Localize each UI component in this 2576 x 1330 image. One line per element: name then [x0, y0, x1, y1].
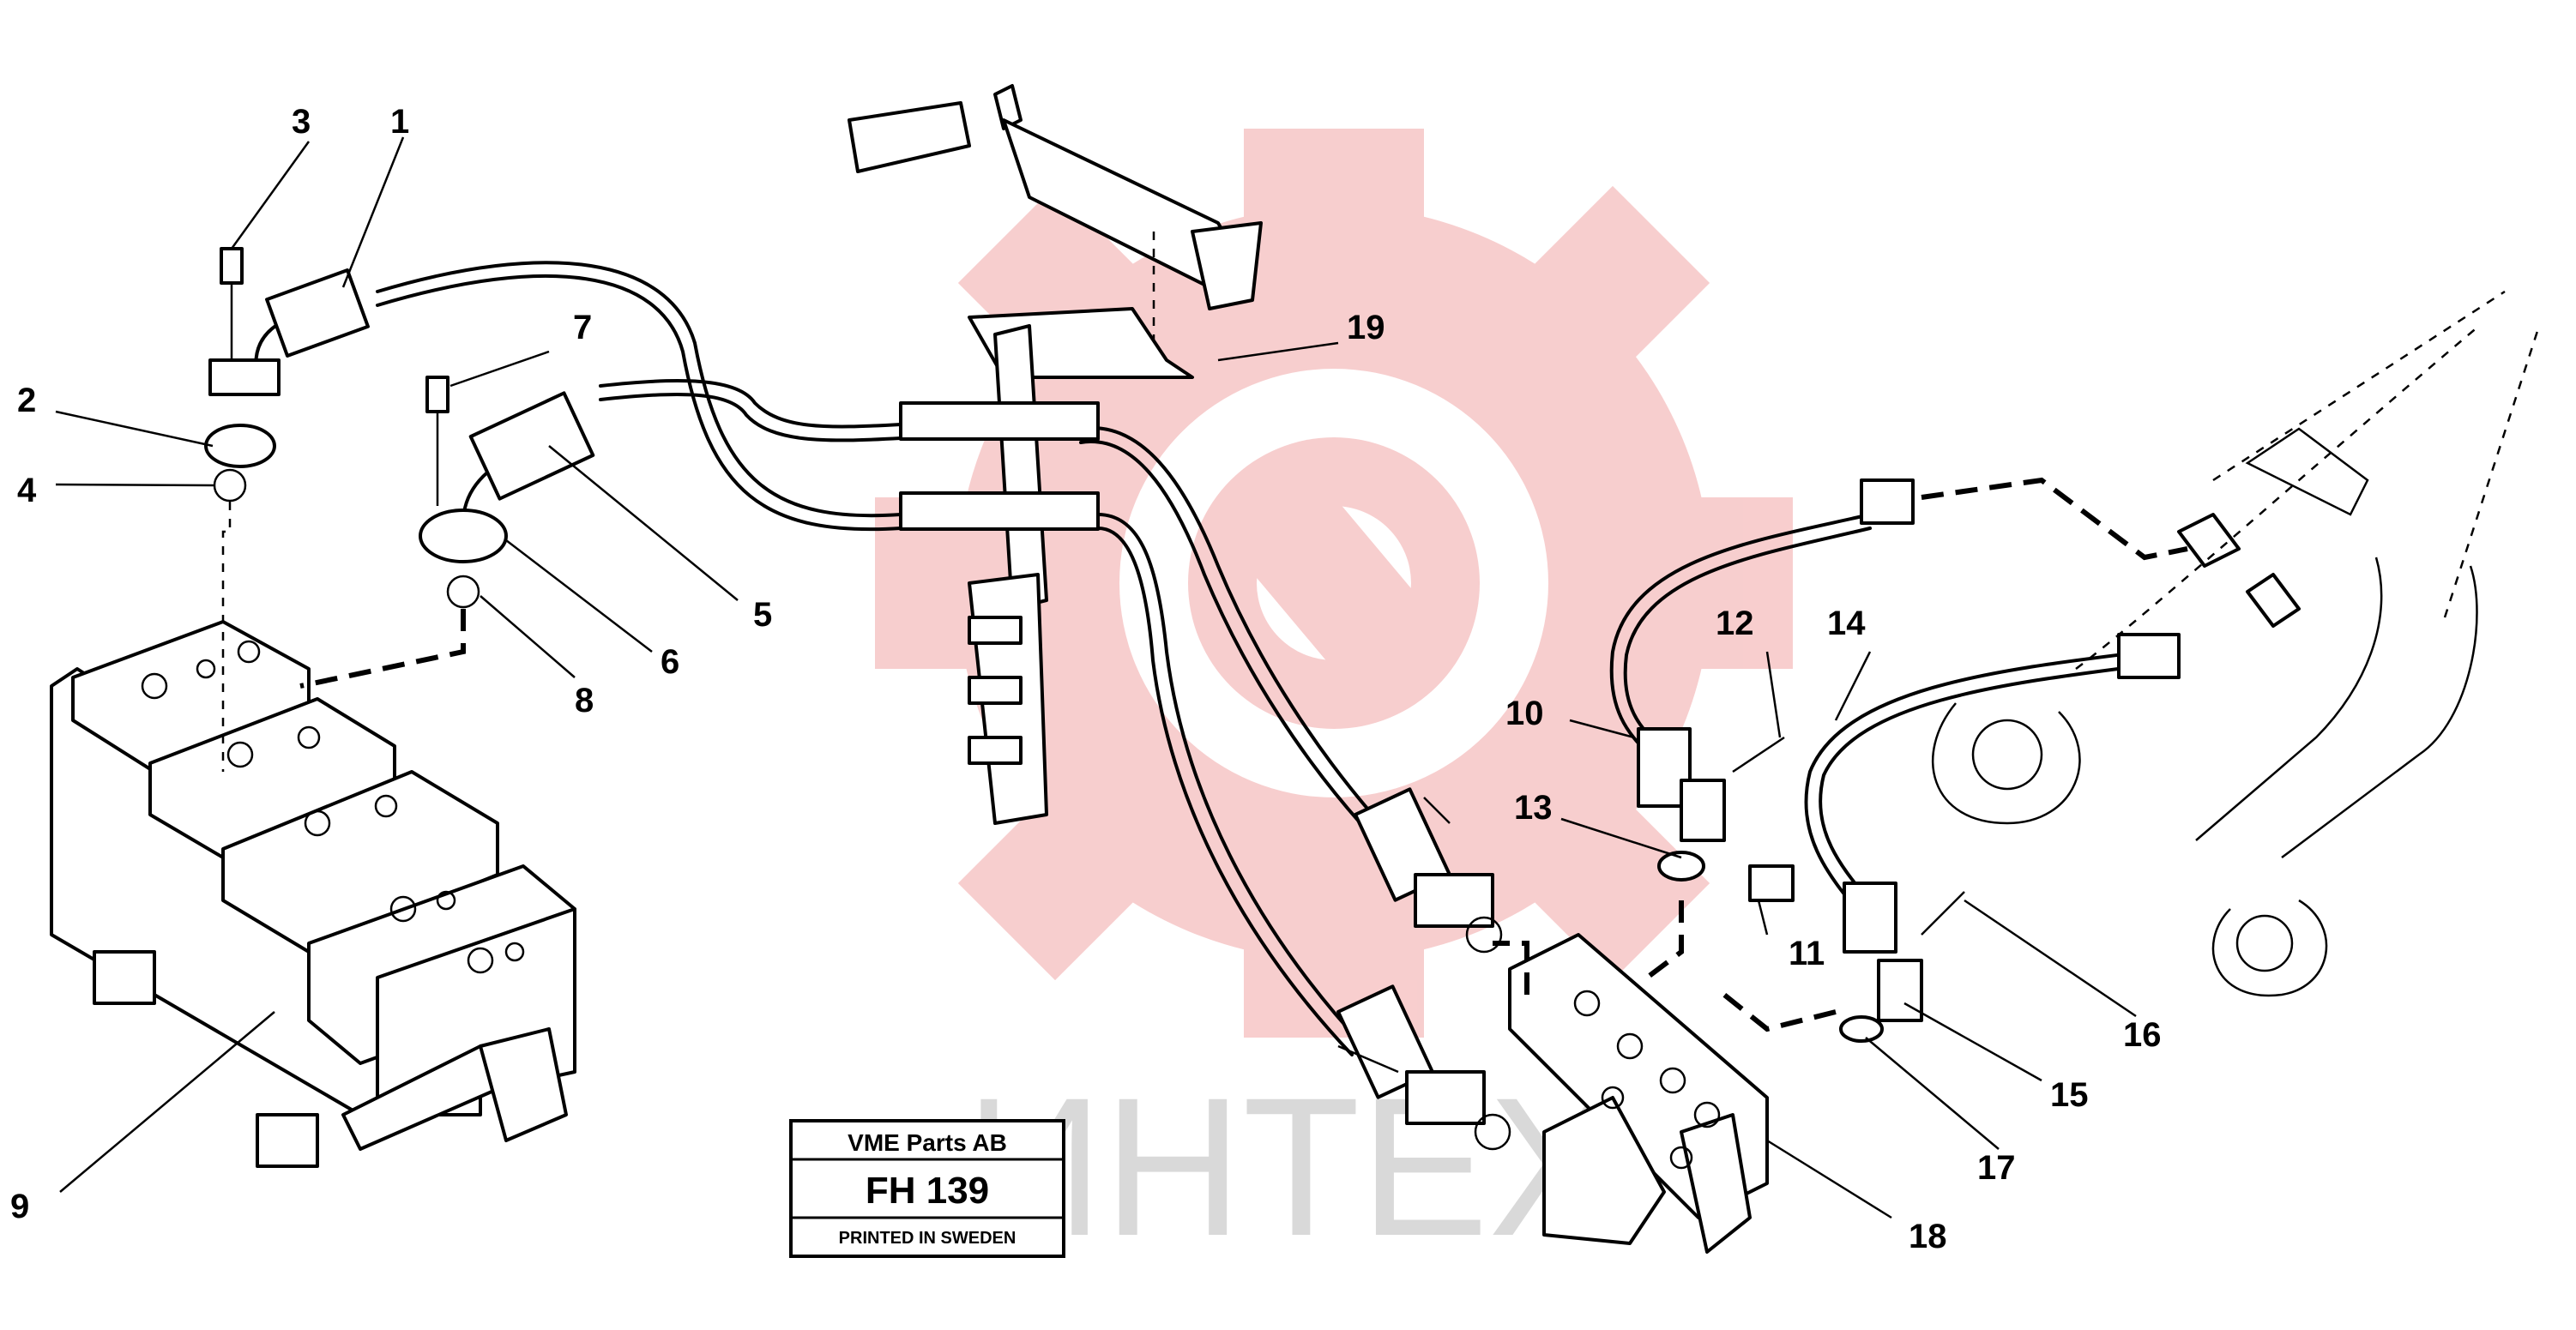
callout-10: 10 [1505, 695, 1544, 732]
callout-12: 12 [1716, 605, 1754, 642]
callout-13: 13 [1514, 789, 1553, 827]
stamp-company: VME Parts AB [848, 1129, 1007, 1156]
callout-19: 19 [1347, 309, 1385, 346]
boom-outline [1932, 290, 2541, 997]
stamp-code: FH 139 [866, 1170, 989, 1212]
control-valve-block [50, 620, 576, 1168]
hydraulic-hoses [376, 261, 2146, 1056]
callout-2: 2 [17, 382, 36, 419]
title-stamp: VME Parts AB FH 139 PRINTED IN SWEDEN [789, 1119, 1065, 1258]
watermark-text: ИНТЕХ [965, 1056, 1617, 1277]
callout-8: 8 [575, 682, 594, 719]
callout-1: 1 [390, 103, 409, 141]
stamp-printed: PRINTED IN SWEDEN [839, 1229, 1017, 1248]
callout-6: 6 [661, 643, 679, 681]
gear-wrench-watermark-icon [875, 129, 1793, 1038]
center-fittings [1336, 787, 1511, 1151]
right-fittings [1637, 477, 2301, 1043]
callout-7: 7 [573, 309, 592, 346]
mounting-bracket [848, 84, 1263, 825]
callout-16: 16 [2123, 1016, 2162, 1054]
callout-18: 18 [1909, 1218, 1947, 1255]
callout-14: 14 [1827, 605, 1866, 642]
callout-11: 11 [1789, 935, 1825, 972]
callout-5: 5 [753, 596, 772, 634]
callout-17: 17 [1977, 1149, 2016, 1187]
leader-lines [55, 136, 2137, 1219]
left-fittings [204, 247, 595, 772]
callout-4: 4 [17, 472, 37, 509]
callout-9: 9 [10, 1188, 29, 1225]
callout-labels: 1 2 3 4 5 6 7 8 9 10 11 12 13 14 15 16 1… [10, 103, 2162, 1255]
valve-18 [1493, 900, 1837, 1254]
callout-15: 15 [2050, 1076, 2089, 1114]
callout-3: 3 [292, 103, 311, 141]
